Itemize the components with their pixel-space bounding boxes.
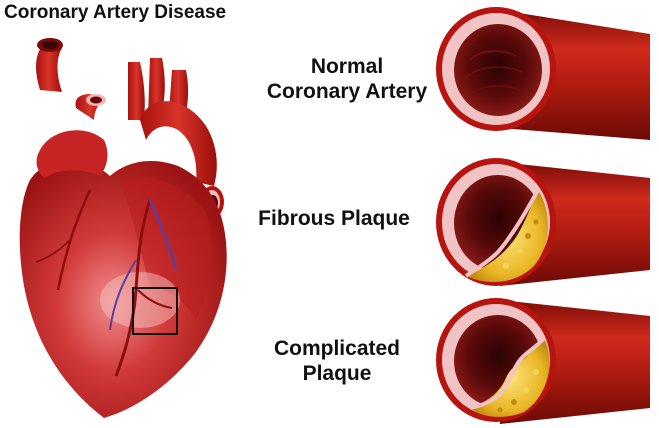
label-complicated-line2: Plaque bbox=[252, 361, 422, 386]
label-fibrous-plaque: Fibrous Plaque bbox=[244, 206, 424, 231]
diagram-title: Coronary Artery Disease bbox=[4, 2, 226, 24]
heart-illustration-icon bbox=[20, 38, 227, 418]
label-complicated-line1: Complicated bbox=[252, 336, 422, 361]
label-normal-line1: Normal bbox=[252, 54, 442, 79]
normal-artery-icon bbox=[436, 7, 650, 140]
label-normal-line2: Coronary Artery bbox=[252, 79, 442, 104]
label-complicated-plaque: Complicated Plaque bbox=[252, 336, 422, 386]
label-normal-coronary-artery: Normal Coronary Artery bbox=[252, 54, 442, 104]
label-fibrous-line1: Fibrous Plaque bbox=[244, 206, 424, 231]
fibrous-plaque-artery-icon bbox=[436, 158, 650, 286]
complicated-plaque-artery-icon bbox=[436, 298, 650, 424]
